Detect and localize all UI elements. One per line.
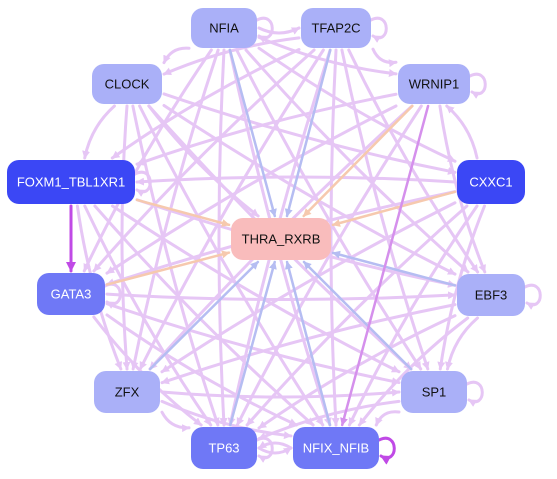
edge-tfap2c-to-thra_rxrb — [284, 48, 332, 218]
node-zfx[interactable]: ZFX — [94, 371, 160, 413]
edge-tfap2c-to-sp1 — [340, 48, 430, 371]
edge-zfx-to-nfix_nfib — [160, 399, 293, 440]
edge-nfix_nfib-to-thra_rxrb — [284, 260, 332, 427]
node-box — [457, 160, 525, 204]
edge-sp1-to-thra_rxrb — [302, 260, 413, 371]
node-label: NFIX_NFIB — [303, 441, 369, 456]
edge-wrnip1-to-nfix_nfib — [340, 104, 430, 427]
edge-tfap2c-to-zfx — [138, 48, 325, 371]
node-thra-rxrb[interactable]: THRA_RXRB — [231, 218, 331, 260]
edge-tp63-to-thra_rxrb — [229, 260, 277, 427]
edge-tfap2c-to-wrnip1 — [371, 47, 398, 68]
edge-gata3-to-thra_rxrb — [105, 250, 231, 286]
edge-wrnip1-to-gata3 — [105, 104, 398, 275]
node-label: TP63 — [208, 441, 239, 456]
node-label: EBF3 — [475, 288, 508, 303]
edge-tfap2c-to-foxm1_tbl1xr1 — [110, 48, 301, 160]
node-label: SP1 — [422, 385, 447, 400]
edge-sp1-to-nfix_nfib — [374, 410, 401, 427]
node-label: CLOCK — [105, 77, 150, 92]
node-sp1[interactable]: SP1 — [401, 371, 467, 413]
node-nfia[interactable]: NFIA — [191, 8, 257, 48]
edge-gata3-to-ebf3 — [105, 291, 457, 302]
edge-ebf3-to-ebf3 — [523, 283, 542, 310]
node-foxm1-tbl1xr1[interactable]: FOXM1_TBL1XR1 — [7, 160, 135, 204]
edge-clock-to-nfix_nfib — [138, 104, 325, 427]
edge-nfia-to-tp63 — [217, 48, 228, 427]
node-box — [401, 371, 467, 413]
edge-sp1-to-sp1 — [465, 380, 484, 407]
node-box — [398, 64, 470, 104]
node-clock[interactable]: CLOCK — [92, 64, 162, 104]
edge-ebf3-to-tp63 — [257, 314, 457, 430]
edge-tp63-to-tp63 — [255, 436, 274, 463]
edge-cxxc1-to-zfx — [160, 201, 457, 374]
edge-nfia-to-sp1 — [235, 48, 423, 371]
node-ebf3[interactable]: EBF3 — [457, 274, 525, 316]
node-label: THRA_RXRB — [242, 232, 321, 247]
edge-nfia-to-nfia — [255, 16, 274, 43]
edge-nfix_nfib-to-tp63 — [257, 440, 293, 450]
edge-nfia-to-tfap2c — [257, 26, 301, 35]
edge-tp63-to-nfix_nfib — [257, 446, 293, 456]
edge-nfia-to-clock — [162, 46, 191, 65]
node-box — [191, 427, 257, 469]
edge-nfix_nfib-to-nfix_nfib — [377, 436, 396, 465]
edge-zfx-to-thra_rxrb — [148, 260, 260, 371]
edge-tfap2c-to-tfap2c — [369, 16, 388, 43]
node-box — [94, 371, 160, 413]
edge-wrnip1-to-wrnip1 — [468, 72, 487, 99]
node-gata3[interactable]: GATA3 — [37, 273, 105, 315]
node-cxxc1[interactable]: CXXC1 — [457, 160, 525, 204]
edge-clock-to-foxm1_tbl1xr1 — [82, 104, 116, 160]
node-nfix-nfib[interactable]: NFIX_NFIB — [293, 427, 379, 469]
node-box — [7, 160, 135, 204]
node-label: CXXC1 — [469, 175, 512, 190]
node-box — [37, 273, 105, 315]
node-box — [293, 427, 379, 469]
edge-ebf3-to-thra_rxrb — [331, 250, 457, 287]
node-label: FOXM1_TBL1XR1 — [17, 175, 125, 190]
edge-foxm1_tbl1xr1-to-sp1 — [110, 204, 401, 374]
node-tp63[interactable]: TP63 — [191, 427, 257, 469]
node-label: TFAP2C — [311, 21, 360, 36]
node-box — [301, 8, 371, 48]
node-box — [191, 8, 257, 48]
edge-layer — [66, 16, 542, 465]
edge-foxm1_tbl1xr1-to-tp63 — [83, 204, 213, 427]
node-label: GATA3 — [51, 287, 92, 302]
node-label: WRNIP1 — [409, 77, 460, 92]
node-wrnip1[interactable]: WRNIP1 — [398, 64, 470, 104]
edge-wrnip1-to-foxm1_tbl1xr1 — [135, 92, 398, 166]
node-box — [231, 218, 331, 260]
node-box — [457, 274, 525, 316]
edge-nfia-to-thra_rxrb — [228, 48, 277, 218]
node-box — [92, 64, 162, 104]
edge-cxxc1-to-thra_rxrb — [331, 190, 457, 227]
node-label: NFIA — [209, 21, 239, 36]
edge-foxm1_tbl1xr1-to-foxm1_tbl1xr1 — [133, 170, 152, 197]
edge-wrnip1-to-tp63 — [235, 104, 423, 427]
edge-zfx-to-sp1 — [160, 388, 401, 399]
node-label: ZFX — [115, 385, 140, 400]
edge-wrnip1-to-thra_rxrb — [302, 104, 414, 218]
edge-foxm1_tbl1xr1-to-thra_rxrb — [135, 198, 231, 227]
edge-zfx-to-tp63 — [160, 410, 191, 433]
edge-cxxc1-to-wrnip1 — [445, 104, 479, 160]
edge-ebf3-to-sp1 — [445, 316, 479, 371]
edge-gata3-to-nfix_nfib — [105, 313, 298, 427]
node-tfap2c[interactable]: TFAP2C — [301, 8, 371, 48]
